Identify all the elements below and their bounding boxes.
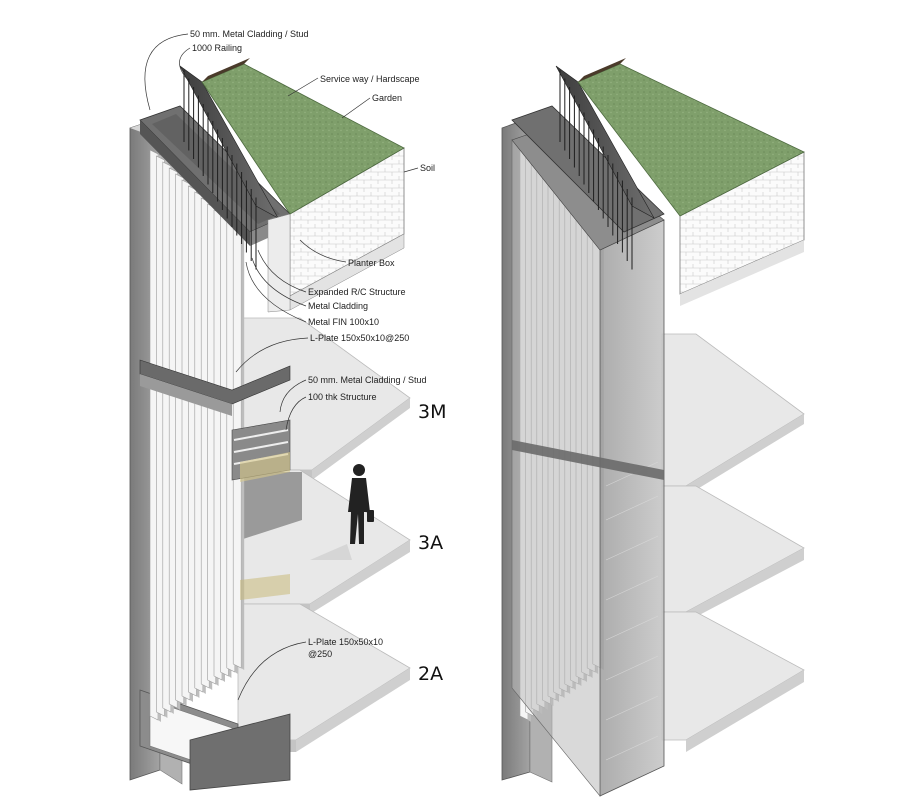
right-floor-slab-3m	[661, 333, 805, 496]
left-metal-fins	[149, 149, 245, 722]
label-railing: 1000 Railing	[192, 43, 242, 53]
left-mid-band	[139, 359, 291, 600]
label-cladding-top: 50 mm. Metal Cladding / Stud	[190, 29, 309, 39]
leader-lines	[144, 33, 419, 701]
left-planter-box	[267, 147, 405, 313]
label-metal-cladding: Metal Cladding	[308, 301, 368, 311]
level-label-2a: 2A	[418, 663, 443, 685]
right-floor-slab-2a	[661, 611, 805, 752]
label-lplate-lower-1: L-Plate 150x50x10	[308, 637, 383, 647]
level-label-3m: 3M	[418, 401, 446, 423]
label-lplate-lower-2: @250	[308, 649, 332, 659]
floor-slab-3a	[237, 469, 411, 614]
label-cladding-mid: 50 mm. Metal Cladding / Stud	[308, 375, 427, 385]
person-silhouette	[310, 464, 374, 560]
label-metal-fin: Metal FIN 100x10	[308, 317, 379, 327]
label-service-way: Service way / Hardscape	[320, 74, 420, 84]
label-expanded-rc: Expanded R/C Structure	[308, 287, 406, 297]
left-assembly	[129, 58, 411, 791]
annotation-labels: 50 mm. Metal Cladding / Stud 1000 Railin…	[190, 29, 435, 659]
right-floor-slab-3a	[661, 485, 805, 622]
level-labels: 3M 3A 2A	[418, 401, 446, 685]
label-structure-100: 100 thk Structure	[308, 392, 377, 402]
right-railing	[555, 65, 655, 270]
level-label-3a: 3A	[418, 532, 443, 554]
label-garden: Garden	[372, 93, 402, 103]
right-assembly	[501, 58, 805, 797]
label-lplate-upper: L-Plate 150x50x10@250	[310, 333, 409, 343]
label-soil: Soil	[420, 163, 435, 173]
left-railing	[179, 65, 279, 270]
label-planter-box: Planter Box	[348, 258, 395, 268]
